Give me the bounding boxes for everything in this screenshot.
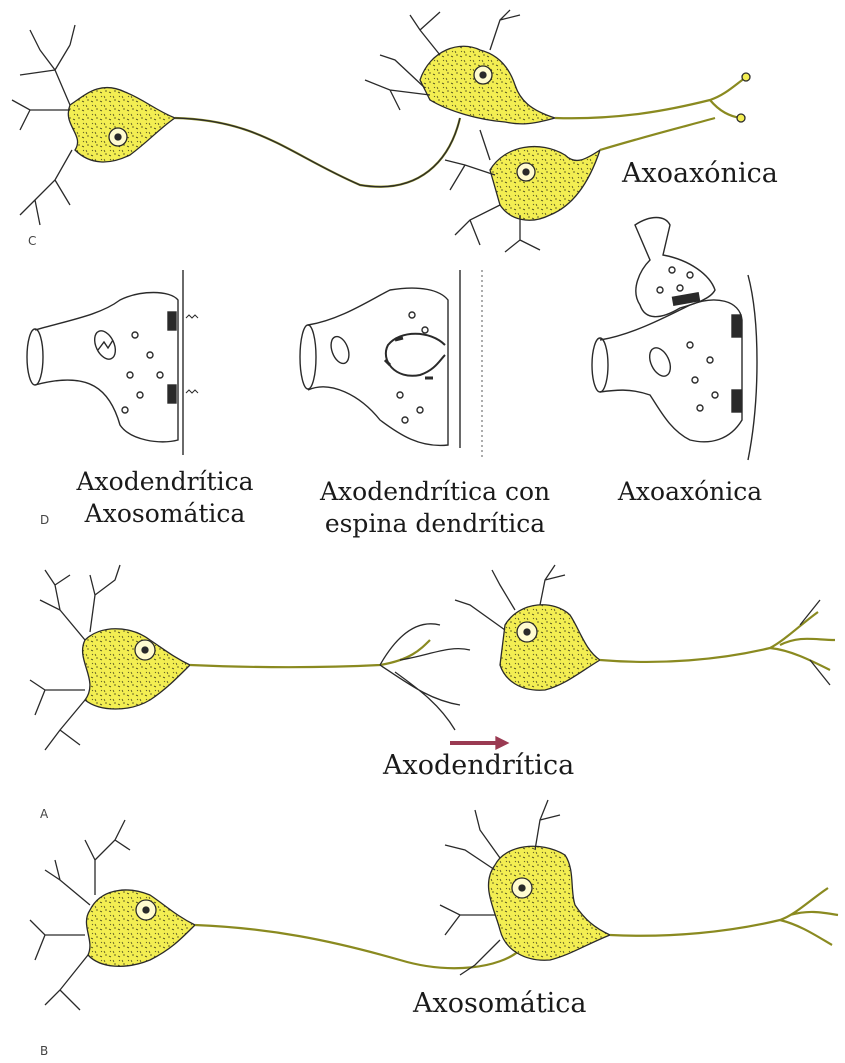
panel-c-letter: C <box>28 234 36 248</box>
label-d-synapse-2: Axodendrítica con espina dendrítica <box>320 476 550 540</box>
panel-d-letter: D <box>40 513 49 527</box>
label-d1-line2: Axosomática <box>70 498 260 530</box>
panel-a <box>30 565 835 750</box>
panel-c <box>12 10 750 252</box>
synapse-axodendritic-axosomatic <box>27 270 198 455</box>
label-d2-line1: Axodendrítica con <box>320 476 550 508</box>
label-a-axodendritica: Axodendrítica <box>383 750 574 781</box>
panel-a-letter: A <box>40 807 49 821</box>
panel-b <box>30 800 838 1010</box>
label-d3-line1: Axoaxónica <box>605 476 775 508</box>
neuron-a-left <box>30 565 470 750</box>
neuron-a-right <box>455 565 835 690</box>
panel-b-letter: B <box>40 1044 48 1058</box>
neuron-c-left <box>12 25 460 225</box>
panel-d <box>27 218 757 461</box>
synapse-axoaxonic <box>592 218 757 461</box>
axodendritic-arrow <box>450 737 508 749</box>
label-d-synapse-3: Axoaxónica <box>605 476 775 508</box>
label-d2-line2: espina dendrítica <box>320 508 550 540</box>
label-d-synapse-1: Axodendrítica Axosomática <box>70 466 260 530</box>
label-d1-line1: Axodendrítica <box>70 466 260 498</box>
label-c-axoaxonica: Axoaxónica <box>622 158 778 189</box>
neuron-b-right <box>440 800 838 975</box>
label-b-axosomatica: Axosomática <box>413 988 587 1019</box>
neuron-c-top <box>365 10 750 124</box>
synapse-dendritic-spine <box>300 270 482 460</box>
